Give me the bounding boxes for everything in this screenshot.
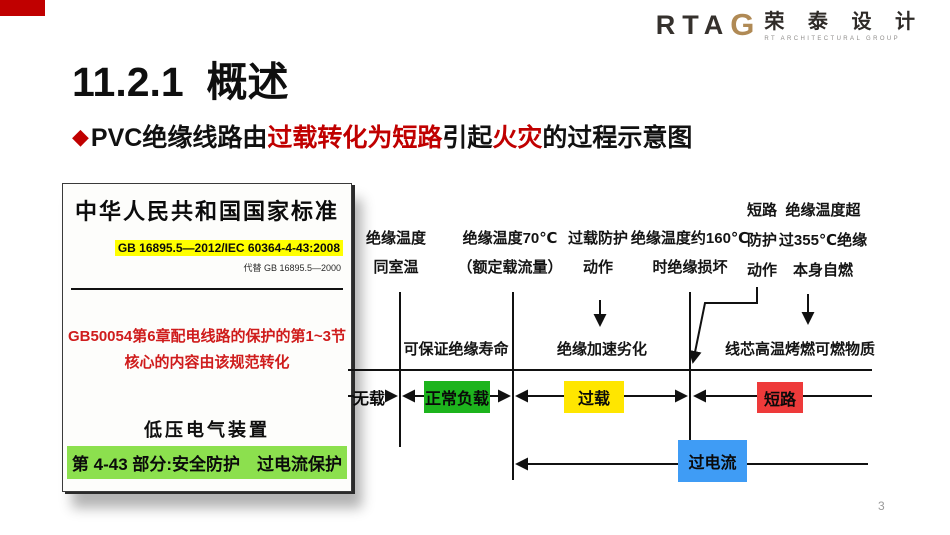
doc-replaces: 代替 GB 16895.5—2000	[243, 263, 341, 273]
label-overload-protection: 过载防护 动作	[567, 230, 628, 276]
doc-title: 低压电气装置	[144, 420, 270, 440]
doc-red-note-line2: 核心的内容由该规范转化	[124, 354, 290, 371]
doc-red-note: GB50054第6章配电线路的保护的第1~3节 核心的内容由该规范转化	[65, 324, 349, 376]
page-title: 11.2.1 概述	[72, 59, 289, 105]
diamond-bullet-icon: ◆	[72, 124, 89, 149]
bullet-seg-highlight: 过载转化为短路	[267, 124, 443, 152]
label-core-ignites: 线芯高温烤燃可燃物质	[724, 341, 875, 358]
label-insulation-160c: 绝缘温度约160℃ 时绝缘损坏	[630, 230, 750, 276]
logo-g-icon: G	[730, 7, 755, 42]
diagram-lines	[348, 287, 872, 480]
standard-document-image: 中华人民共和国国家标准 GB 16895.5—2012/IEC 60364-4-…	[62, 183, 352, 492]
bullet-seg-highlight: 火灾	[492, 124, 543, 152]
bullet-line: ◆PVC绝缘线路由过载转化为短路引起火灾的过程示意图	[72, 118, 692, 154]
label-insulation-life: 可保证绝缘寿命	[403, 341, 509, 358]
label-insulation-70c: 绝缘温度70℃ （额定载流量）	[457, 230, 563, 276]
page-number: 3	[878, 499, 885, 513]
logo-rta-text: RTA	[655, 10, 731, 40]
accent-bar	[0, 0, 45, 16]
doc-divider	[71, 288, 343, 290]
bullet-seg: PVC绝缘线路由	[90, 124, 268, 152]
bullet-seg: 引起	[442, 124, 493, 152]
stage-overload: 过载	[564, 381, 624, 413]
doc-red-note-line1: GB50054第6章配电线路的保护的第1~3节	[68, 328, 346, 345]
logo-chinese-name: 荣 泰 设 计	[764, 11, 924, 33]
company-logo: RTA G 荣 泰 设 计 RT ARCHITECTURAL GROUP	[655, 7, 924, 42]
logo-subtitle: RT ARCHITECTURAL GROUP	[764, 36, 901, 42]
stage-overcurrent: 过电流	[678, 440, 747, 482]
stage-short-circuit: 短路	[757, 382, 803, 413]
doc-code-highlight: GB 16895.5—2012/IEC 60364-4-43:2008	[114, 240, 343, 256]
stage-normal-load: 正常负载	[424, 381, 490, 413]
label-insulation-355c: 绝缘温度超 过355℃绝缘 本身自燃	[778, 202, 868, 279]
label-insulation-room-temp: 绝缘温度 同室温	[365, 230, 426, 276]
label-accelerated-aging: 绝缘加速劣化	[556, 341, 647, 358]
doc-header: 中华人民共和国国家标准	[74, 199, 339, 224]
stage-no-load: 无载	[352, 391, 385, 408]
label-short-circuit-protection: 短路 防护 动作	[746, 202, 777, 279]
bullet-seg: 的过程示意图	[542, 124, 693, 152]
logo-name-block: 荣 泰 设 计 RT ARCHITECTURAL GROUP	[764, 10, 924, 42]
doc-part-highlight: 第 4-43 部分:安全防护 过电流保护	[67, 446, 347, 479]
